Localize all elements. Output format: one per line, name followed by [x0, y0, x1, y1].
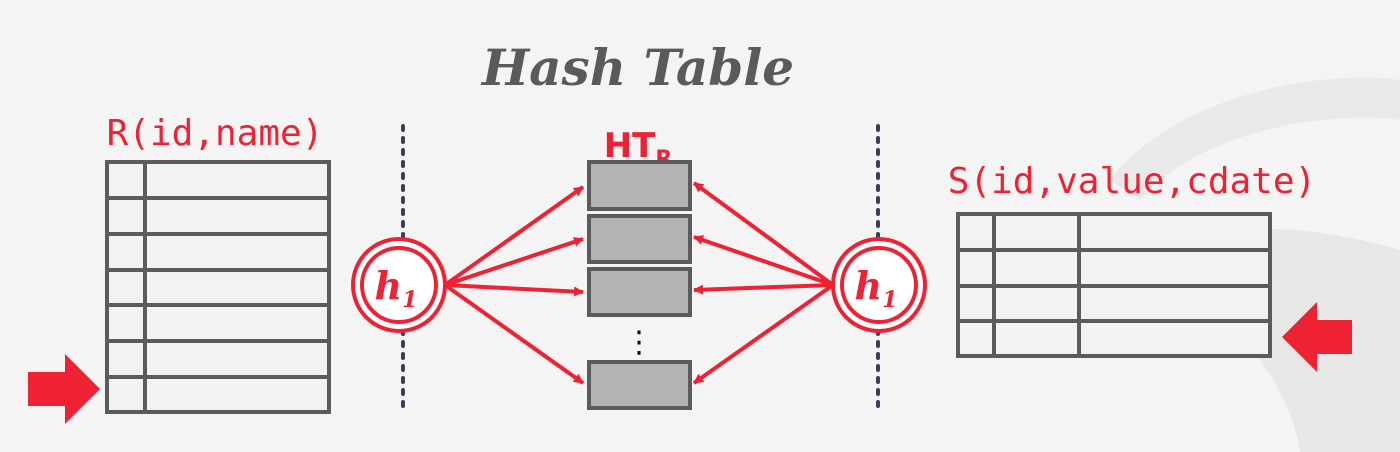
diagram-title: Hash Table — [480, 38, 794, 97]
hash-buckets — [587, 160, 692, 410]
right-hash-label-sub: 1 — [882, 287, 897, 313]
right-hash-label: h1 — [855, 263, 898, 313]
hash-table-label: HTR — [604, 126, 673, 172]
bucket-ellipsis: ⋮ — [624, 325, 654, 360]
left-hash-label: h1 — [375, 263, 418, 313]
right-hash-label-main: h — [855, 263, 883, 308]
arrow-right-to-bucket-4 — [692, 283, 835, 385]
bucket-2 — [587, 214, 692, 264]
arrow-right-to-bucket-2 — [693, 235, 834, 287]
right-arrows — [692, 181, 835, 385]
arrow-left-to-bucket-2 — [444, 237, 584, 287]
bucket-3 — [587, 267, 692, 317]
arrow-left-to-bucket-3 — [444, 283, 584, 297]
left-hash-label-sub: 1 — [402, 287, 417, 313]
right-table — [956, 212, 1272, 358]
hash-table-label-main: HT — [604, 126, 656, 166]
bucket-1 — [587, 160, 692, 211]
left-hash-function: h1 — [351, 237, 447, 333]
left-table — [105, 160, 331, 414]
arrow-left-to-bucket-4 — [443, 283, 585, 385]
left-table-label: R(id,name) — [107, 113, 324, 154]
left-scan-arrow-icon — [28, 354, 100, 424]
right-scan-arrow-icon — [1282, 302, 1352, 372]
right-table-label: S(id,value,cdate) — [948, 161, 1316, 202]
arrow-right-to-bucket-1 — [692, 181, 835, 287]
arrow-left-to-bucket-1 — [443, 185, 585, 287]
left-arrows — [443, 185, 585, 385]
left-hash-label-main: h — [375, 263, 403, 308]
bucket-4 — [587, 360, 692, 410]
arrow-right-to-bucket-3 — [693, 283, 834, 295]
right-hash-function: h1 — [831, 237, 927, 333]
